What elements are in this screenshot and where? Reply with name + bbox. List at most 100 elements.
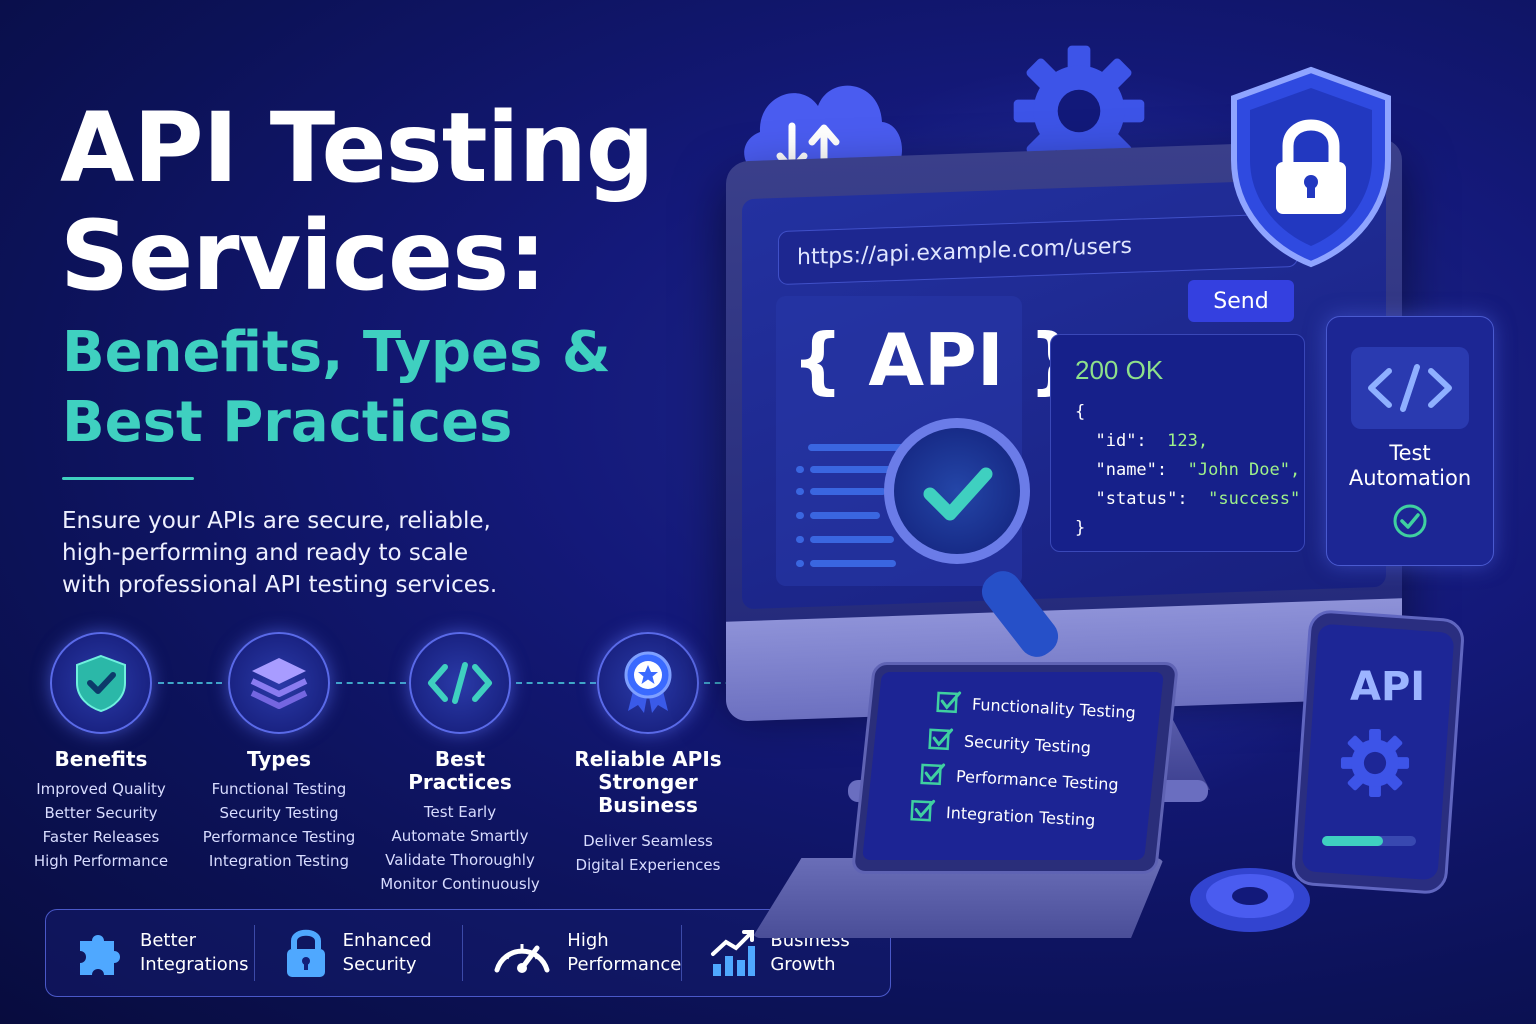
description: Ensure your APIs are secure, reliable, h… [62, 505, 582, 601]
code-brackets-icon [428, 662, 492, 704]
security-shield-icon [1231, 66, 1391, 268]
feature-types: Types Functional Testing Security Testin… [194, 632, 364, 873]
json-brace: } [1075, 518, 1086, 538]
code-line [796, 512, 804, 519]
feature-item: Automate Smartly [391, 827, 529, 845]
feature-heading-line: Practices [408, 770, 512, 794]
checklist-item: Performance Testing [919, 761, 1119, 797]
phone-api-label: API [1350, 664, 1426, 710]
growth-chart-icon [711, 930, 756, 976]
puzzle-icon [80, 935, 120, 975]
code-line [810, 536, 894, 543]
code-line [796, 466, 804, 473]
checklist-item: Integration Testing [909, 797, 1096, 833]
types-badge [228, 632, 330, 734]
bar-item-line: High [567, 930, 609, 951]
feature-heading: Benefits [54, 747, 148, 771]
feature-item: High Performance [33, 852, 169, 870]
bar-item-line: Performance [567, 954, 682, 975]
connector-line [516, 682, 596, 684]
checklist-label: Functionality Testing [971, 694, 1137, 722]
page-title-line2: Services: [60, 200, 547, 312]
response-status: 200 OK [1075, 355, 1164, 385]
feature-item: Functional Testing [211, 780, 347, 798]
code-line [808, 444, 904, 451]
feature-item: Integration Testing [208, 852, 350, 870]
code-line [796, 536, 804, 543]
checklist-item: Security Testing [927, 726, 1091, 760]
checklist-item: Functionality Testing [935, 689, 1136, 725]
feature-best-practices: Best Practices Test Early Automate Smart… [375, 632, 545, 896]
reliable-apis-badge [597, 632, 699, 734]
response-panel: 200 OK { "id": 123, "name": "John Doe", … [1050, 334, 1305, 552]
description-line: Ensure your APIs are secure, reliable, [62, 508, 491, 534]
phone-progress-fill [1322, 836, 1383, 846]
feature-reliable-apis: Reliable APIs Stronger Business Deliver … [563, 632, 733, 877]
feature-heading-line: Reliable APIs [574, 747, 722, 771]
json-value: "John Doe", [1187, 460, 1301, 480]
feature-item: Faster Releases [42, 828, 160, 846]
checkbox-checked-icon [920, 763, 946, 786]
feature-item: Validate Thoroughly [385, 851, 535, 869]
code-line [810, 512, 880, 519]
feature-item: Better Security [44, 804, 158, 822]
automation-label-line: Test [1389, 441, 1431, 465]
automation-code-badge [1351, 347, 1469, 429]
shield-check-icon [76, 654, 126, 713]
feature-item: Deliver Seamless [583, 832, 713, 850]
feature-heading-line: Best [434, 747, 486, 771]
feature-heading: Reliable APIs Stronger Business [563, 748, 733, 817]
checkbox-checked-icon [936, 691, 962, 714]
gear-icon [1340, 728, 1410, 798]
url-text: https://api.example.com/users [797, 233, 1132, 270]
response-body: { "id": 123, "name": "John Doe", "status… [1075, 398, 1300, 543]
feature-heading: Best Practices [375, 748, 545, 794]
feature-heading: Types [246, 747, 312, 771]
feature-item: Monitor Continuously [380, 875, 540, 893]
checkmark-icon [923, 467, 993, 521]
checkbox-checked-icon [910, 799, 936, 822]
speedometer-icon [494, 944, 550, 973]
code-line [810, 560, 896, 567]
feature-item: Digital Experiences [575, 856, 721, 874]
json-key: "status": [1095, 489, 1188, 509]
connector-line [158, 682, 222, 684]
json-key: "id": [1095, 431, 1147, 451]
gear-icon [1190, 868, 1310, 932]
layers-icon [250, 658, 308, 709]
bar-item-line: Enhanced [342, 930, 432, 951]
feature-item: Performance Testing [202, 828, 356, 846]
bar-item-line: Growth [770, 954, 836, 975]
json-brace: { [1075, 402, 1086, 422]
connector-line [336, 682, 406, 684]
send-button[interactable]: Send [1188, 280, 1294, 322]
bar-item-line: Better [140, 930, 197, 951]
benefits-badge [50, 632, 152, 734]
code-line [810, 466, 896, 473]
test-automation-card: Test Automation [1326, 316, 1494, 566]
magnifier-lens [884, 418, 1030, 564]
padlock-icon [286, 929, 325, 977]
code-line [810, 488, 886, 495]
api-label: { API } [792, 318, 1080, 402]
json-value: "success" [1208, 489, 1301, 509]
feature-item: Test Early [423, 803, 497, 821]
code-line [796, 560, 804, 567]
automation-label-line: Automation [1348, 466, 1472, 490]
code-brackets-icon [1368, 364, 1452, 412]
checklist-label: Security Testing [963, 731, 1092, 757]
checklist-label: Integration Testing [945, 802, 1096, 830]
description-line: high-performing and ready to scale [62, 540, 469, 566]
bar-item-line: Integrations [140, 954, 249, 975]
description-line: with professional API testing services. [62, 572, 498, 598]
bar-item-line: Security [342, 954, 417, 975]
feature-item: Security Testing [219, 804, 339, 822]
code-line [796, 488, 804, 495]
check-circle-icon [1393, 504, 1427, 538]
best-practices-badge [409, 632, 511, 734]
feature-benefits: Benefits Improved Quality Better Securit… [16, 632, 186, 873]
page-title-line1: API Testing [60, 92, 655, 204]
